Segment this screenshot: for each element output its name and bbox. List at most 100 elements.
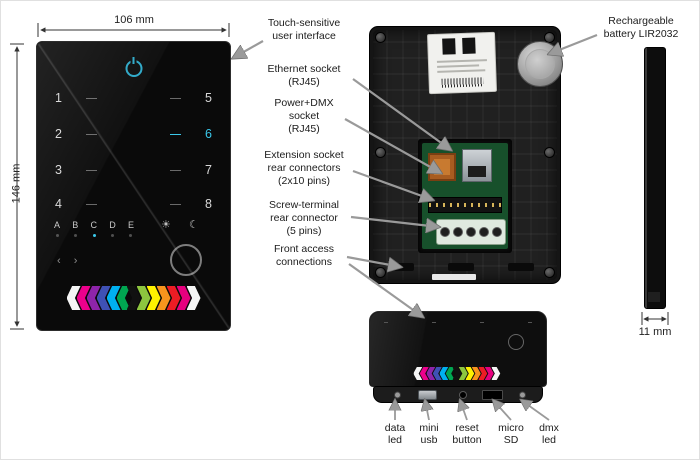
label-micro-sd: micro SD [498, 422, 524, 447]
callout-ethernet-socket: Ethernet socket (RJ45) [267, 63, 341, 89]
sun-icon: ☀ [161, 219, 171, 231]
vent-slot [448, 263, 474, 271]
screw-icon [544, 147, 555, 158]
mini-usb-port [418, 389, 437, 400]
bottom-view-face [369, 311, 547, 387]
back-view [369, 26, 563, 284]
screw-icon [375, 267, 386, 278]
battery-lir2032 [517, 41, 563, 87]
sticker-text-line [437, 64, 480, 68]
zone-button-1: 1 [55, 90, 97, 106]
terminal-hole [453, 227, 463, 237]
depth-dimension-label: 11 mm [625, 326, 685, 339]
label-mini-usb: mini usb [419, 422, 439, 447]
palette-chevron [146, 286, 161, 310]
terminal-hole [466, 227, 476, 237]
zone-button-8: 8 [170, 196, 212, 212]
palette-chevron [471, 367, 481, 380]
scene-letter: B [72, 220, 79, 230]
cycle-ring-icon [508, 334, 524, 350]
barcode [441, 77, 484, 88]
height-dimension-label: 146 mm [10, 153, 24, 214]
zone-mark [432, 322, 436, 323]
zone-label: 1 [55, 91, 62, 105]
zone-label: 5 [205, 91, 212, 105]
label-data-led: data led [384, 422, 406, 447]
label-reset-button: reset button [452, 422, 482, 447]
callout-touch-interface: Touch-sensitive user interface [267, 17, 341, 43]
zone-button-2: 2 [55, 126, 97, 142]
zone-label: 3 [55, 163, 62, 177]
zone-mark [528, 322, 532, 323]
indicator-dot [110, 234, 114, 237]
zone-label: 8 [205, 197, 212, 211]
bottom-edge-ports [373, 386, 543, 403]
palette-chevron [156, 286, 171, 310]
moon-icon: ☾ [189, 219, 199, 231]
cycle-ring-icon [170, 244, 202, 276]
sticker-block [442, 38, 456, 55]
zone-button-4: 4 [55, 196, 97, 212]
port-arrows [395, 400, 550, 421]
palette-chevron [86, 286, 101, 310]
palette-chevron [484, 367, 494, 380]
terminal-hole [479, 227, 489, 237]
zone-dash-icon [86, 203, 97, 205]
palette-chevron [458, 367, 468, 380]
color-palette-strip-mini [413, 367, 501, 380]
screw-terminal-connector [436, 219, 506, 245]
bottom-label-strip [432, 274, 476, 280]
scene-indicator-dots [56, 234, 132, 237]
reset-button [459, 390, 467, 399]
zone-dash-icon [170, 97, 181, 99]
zone-button-6-active: 6 [170, 126, 212, 142]
callout-front-access: Front access connections [273, 243, 335, 269]
zone-button-7: 7 [170, 162, 212, 178]
palette-chevron [106, 286, 121, 310]
palette-chevron [465, 367, 475, 380]
palette-chevron [478, 367, 488, 380]
scene-letter: E [127, 220, 134, 230]
standby-icon [125, 60, 142, 77]
indicator-dot [74, 234, 78, 237]
extension-pin-header [428, 197, 502, 213]
zone-dash-icon [86, 133, 97, 135]
depth-dimension [641, 312, 669, 325]
side-view [644, 47, 666, 309]
zone-dash-icon [86, 97, 97, 99]
dmx-led [519, 391, 526, 398]
front-panel-view: 1 2 3 4 5 6 7 8 A B C D E ☀ ☾ ‹ › [36, 41, 231, 331]
zone-button-3: 3 [55, 162, 97, 178]
scene-letter-row: A B C D E [54, 220, 134, 230]
zone-dash-icon [170, 203, 181, 205]
palette-chevron [66, 286, 81, 310]
screw-icon [544, 267, 555, 278]
micro-sd-slot [482, 389, 503, 400]
palette-chevron [136, 286, 151, 310]
data-led [394, 391, 401, 398]
ethernet-socket [462, 149, 492, 182]
palette-chevron [186, 286, 201, 310]
vent-slot [388, 263, 414, 271]
palette-chevron [419, 367, 429, 380]
indicator-dot-active [92, 234, 96, 237]
power-dmx-socket [428, 153, 456, 181]
palette-chevron [432, 367, 442, 380]
sticker-text-line [437, 69, 486, 73]
palette-chevron [96, 286, 111, 310]
terminal-hole [492, 227, 502, 237]
screw-icon [375, 147, 386, 158]
zone-dash-icon [86, 169, 97, 171]
palette-chevron [166, 286, 181, 310]
scene-letter: C [90, 220, 98, 230]
zone-dash-icon [170, 133, 181, 135]
zone-label: 6 [205, 127, 212, 141]
screw-icon [375, 32, 386, 43]
callout-power-dmx-socket: Power+DMX socket (RJ45) [274, 97, 334, 136]
zone-mark [480, 322, 484, 323]
zone-dash-icon [170, 169, 181, 171]
bottom-view [369, 311, 547, 403]
vent-slot [508, 263, 534, 271]
callout-extension-socket: Extension socket rear connectors (2x10 p… [264, 149, 344, 188]
